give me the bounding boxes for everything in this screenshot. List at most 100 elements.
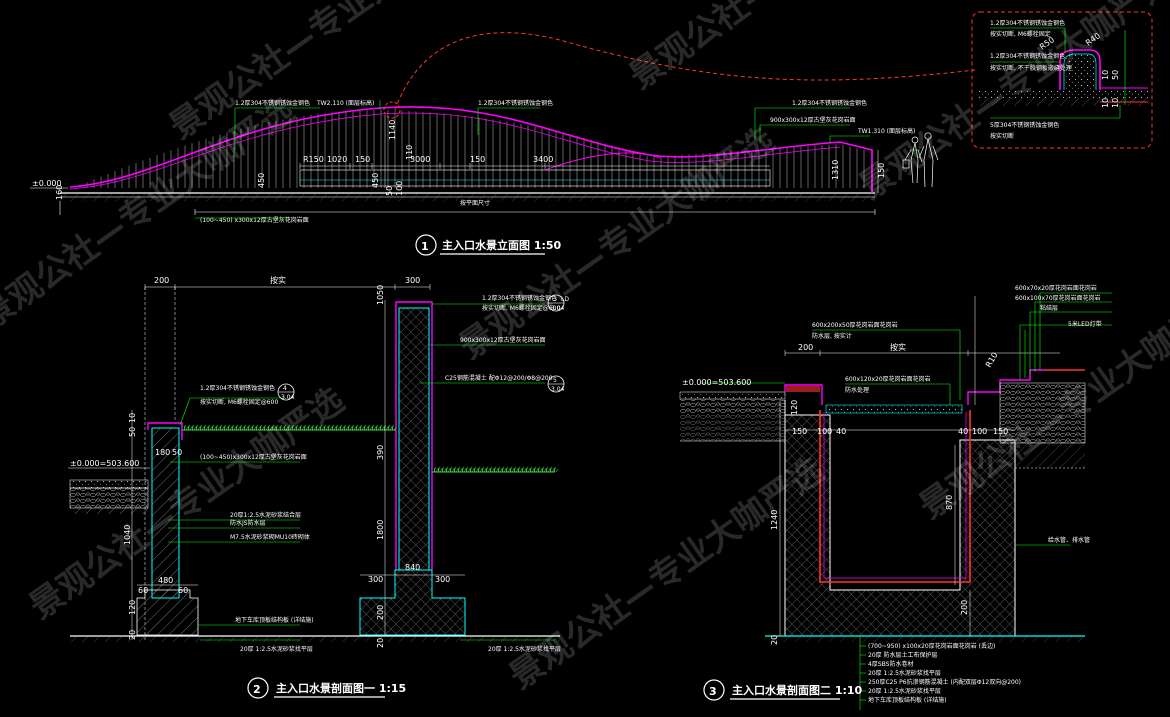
- grass-tuft: [251, 424, 257, 431]
- grass-tuft: [517, 466, 523, 473]
- section2-dim-150a: 150: [792, 427, 807, 436]
- svg-text:LD: LD: [561, 296, 569, 303]
- grass-tuft: [247, 424, 253, 431]
- section1-dim-480: 480: [158, 576, 173, 585]
- grass-tuft: [513, 466, 519, 473]
- section1-steel-a: 1.2厚304不锈钢锈蚀金钢色: [482, 294, 557, 302]
- watermark-text: 景观公社—专业大咖严选: [502, 450, 831, 697]
- section1-top-left-width: 200: [154, 276, 169, 285]
- grass-tuft: [505, 466, 511, 473]
- elevation-dim-150a: 150: [355, 155, 370, 164]
- section1-dim-180: 180: [155, 448, 170, 457]
- grass-tuft: [533, 466, 539, 473]
- grass-tuft: [449, 466, 455, 473]
- detail-link-curve: [394, 32, 976, 111]
- section1-stone-a: 900x300x12厚古堡灰花岗岩面: [460, 336, 546, 344]
- grass-tuft: [223, 424, 229, 431]
- grass-tuft: [199, 424, 205, 431]
- elevation-dim-left-h: 160: [55, 185, 64, 200]
- section2-dim-200: 200: [798, 343, 813, 352]
- watermark-text: 景观公社—专业大咖严选: [912, 280, 1170, 527]
- grass-tuft: [351, 424, 357, 431]
- section1-concrete: C25钢筋混凝土 配Φ12@200/Φ8@200: [445, 374, 553, 382]
- grass-tuft: [545, 466, 551, 473]
- elevation-steel-left: 1.2厚304不锈钢锈蚀金钢色: [235, 99, 310, 107]
- section1-dim-20b: 20: [376, 638, 385, 648]
- detail-steel-b-note: 按实切断, 不干胶钢板嵌缝处理: [990, 64, 1072, 72]
- grass-tuft: [363, 424, 369, 431]
- section2-dim-40a: 40: [836, 427, 846, 436]
- grass-tuft: [243, 424, 249, 431]
- grass-tuft: [509, 466, 515, 473]
- grass-tuft: [383, 424, 389, 431]
- section1-dim-300a: 300: [368, 575, 383, 584]
- elevation-ground-level: ±0.000: [32, 179, 62, 188]
- watermark-text: 景观公社—专业大咖严选: [622, 0, 951, 97]
- svg-text:3.04: 3.04: [551, 305, 565, 312]
- section1-top-mid: 按实: [270, 275, 286, 285]
- grass-tuft: [239, 424, 245, 431]
- section1-callout-4: 4 3.04: [277, 383, 295, 401]
- grass-tuft: [379, 424, 385, 431]
- elevation-dim-1140: 1140: [388, 120, 397, 140]
- grass-tuft: [453, 466, 459, 473]
- section1-view: 200 300 按实: [68, 275, 569, 699]
- elevation-bottom-note: (100~450) x300x12厚古堡灰花岗岩面: [200, 216, 309, 224]
- elevation-dim-150b: 150: [470, 155, 485, 164]
- grass-tuft: [231, 424, 237, 431]
- section1-steel-b: 1.2厚304不锈钢锈蚀金钢色: [200, 384, 275, 392]
- section2-stone-top2: 600x100x70厚花岗岩面花岗岩: [1015, 294, 1101, 302]
- section2-dim-100b: 100: [972, 427, 987, 436]
- detail-steel-c-note: 按实切断: [990, 132, 1014, 140]
- section2-mesh: 按实: [890, 342, 906, 352]
- grass-tuft: [339, 424, 345, 431]
- section1-dim-50: 50: [128, 427, 137, 437]
- grass-tuft: [203, 424, 209, 431]
- svg-text:3.04: 3.04: [551, 386, 565, 393]
- section2-stone-a: 600x200x50厚花岗岩面花岗岩: [812, 321, 898, 329]
- section1-grass-lower: [433, 466, 559, 473]
- grass-tuft: [433, 466, 439, 473]
- elevation-dim-3400: 3400: [533, 155, 553, 164]
- section1-mortar: 20厚1:2.5水泥砂浆结合层: [230, 511, 301, 519]
- section1-top-right-width: 300: [405, 276, 420, 285]
- section2-dim-150b: 150: [993, 427, 1008, 436]
- grass-tuft: [497, 466, 503, 473]
- grass-tuft: [367, 424, 373, 431]
- elevation-dim-3000: 3000: [410, 155, 430, 164]
- grass-tuft: [437, 466, 443, 473]
- section1-footing: [359, 569, 466, 636]
- section2-view-number: 3: [709, 685, 717, 698]
- elevation-length-note: 按平面尺寸: [460, 199, 490, 207]
- section1-dim-1040: 1040: [123, 525, 132, 545]
- grass-tuft: [485, 466, 491, 473]
- elevation-stone-right: 900x300x12厚古堡灰花岗岩面: [770, 116, 856, 124]
- svg-text:5: 5: [553, 377, 557, 384]
- elevation-dim-1310: 1310: [831, 160, 840, 180]
- grass-tuft: [441, 466, 447, 473]
- grass-tuft: [191, 424, 197, 431]
- section1-bottom-mortar-b: 20厚 1:2.5水泥砂浆找平层: [488, 645, 561, 653]
- section2-dim-1240: 1240: [770, 510, 779, 530]
- elevation-dim-1020: 1020: [327, 155, 347, 164]
- grass-tuft: [387, 424, 393, 431]
- section1-dim-10: 10: [128, 413, 137, 423]
- grass-tuft: [445, 466, 451, 473]
- section2-view-title: 主入口水景剖面图二 1:10: [732, 683, 863, 697]
- detail-steel-a-note: 按实切断, M6螺栓固定: [990, 30, 1051, 38]
- section2-stone-b-note: 防水处理: [845, 386, 869, 394]
- layer-item: 20厚 1:2.5水泥砂浆找平层: [868, 687, 941, 695]
- watermark-text: 景观公社—专业大咖严选: [162, 0, 491, 147]
- section1-low-wall: [151, 427, 180, 599]
- detail-steel-b: 1.2厚304不锈钢锈蚀金钢色: [990, 52, 1065, 60]
- section2-r10: R10: [984, 351, 1000, 369]
- grass-tuft: [477, 466, 483, 473]
- section1-waterproof: 防水JS防水层: [230, 519, 266, 527]
- elevation-dim-150c: 150: [877, 163, 886, 178]
- section1-dim-120: 120: [128, 600, 137, 615]
- section1-soil: 地下车库顶板结构板 (详结施): [235, 616, 314, 624]
- section2-dim-20: 20: [770, 635, 779, 645]
- layer-item: 地下车库顶板结构板 (详结施): [868, 696, 947, 704]
- detail-steel-c: 5厚304不锈钢锈蚀金钢色: [990, 121, 1059, 129]
- elevation-steel-slats: [79, 110, 865, 188]
